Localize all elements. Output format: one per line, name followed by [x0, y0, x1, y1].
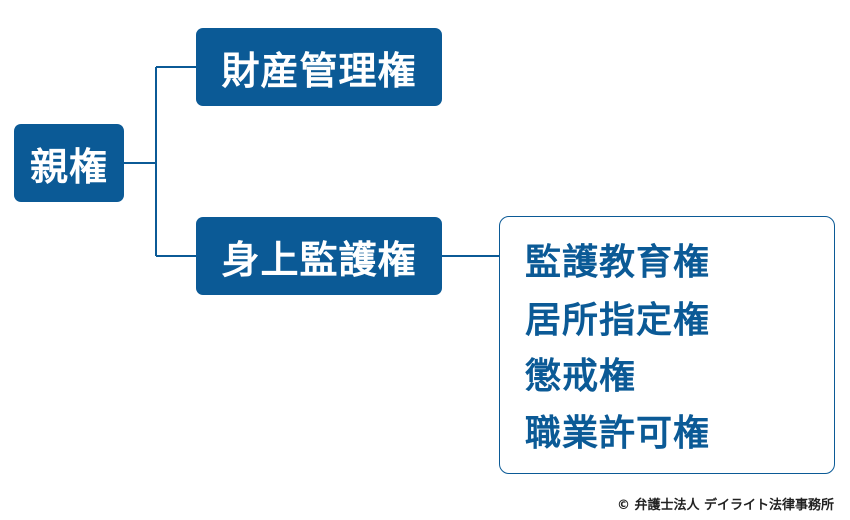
branch-node-custody: 身上監護権 — [196, 217, 442, 295]
detail-item-occupation: 職業許可権 — [525, 413, 711, 454]
custody-detail-box — [499, 216, 835, 474]
root-node-parental-authority: 親権 — [14, 124, 124, 202]
detail-item-discipline: 懲戒権 — [525, 356, 637, 397]
detail-item-education: 監護教育権 — [525, 242, 711, 283]
copyright-notice: © 弁護士法人 デイライト法律事務所 — [616, 498, 834, 513]
branch-node-property-management: 財産管理権 — [196, 28, 442, 106]
detail-item-residence: 居所指定権 — [525, 300, 711, 341]
